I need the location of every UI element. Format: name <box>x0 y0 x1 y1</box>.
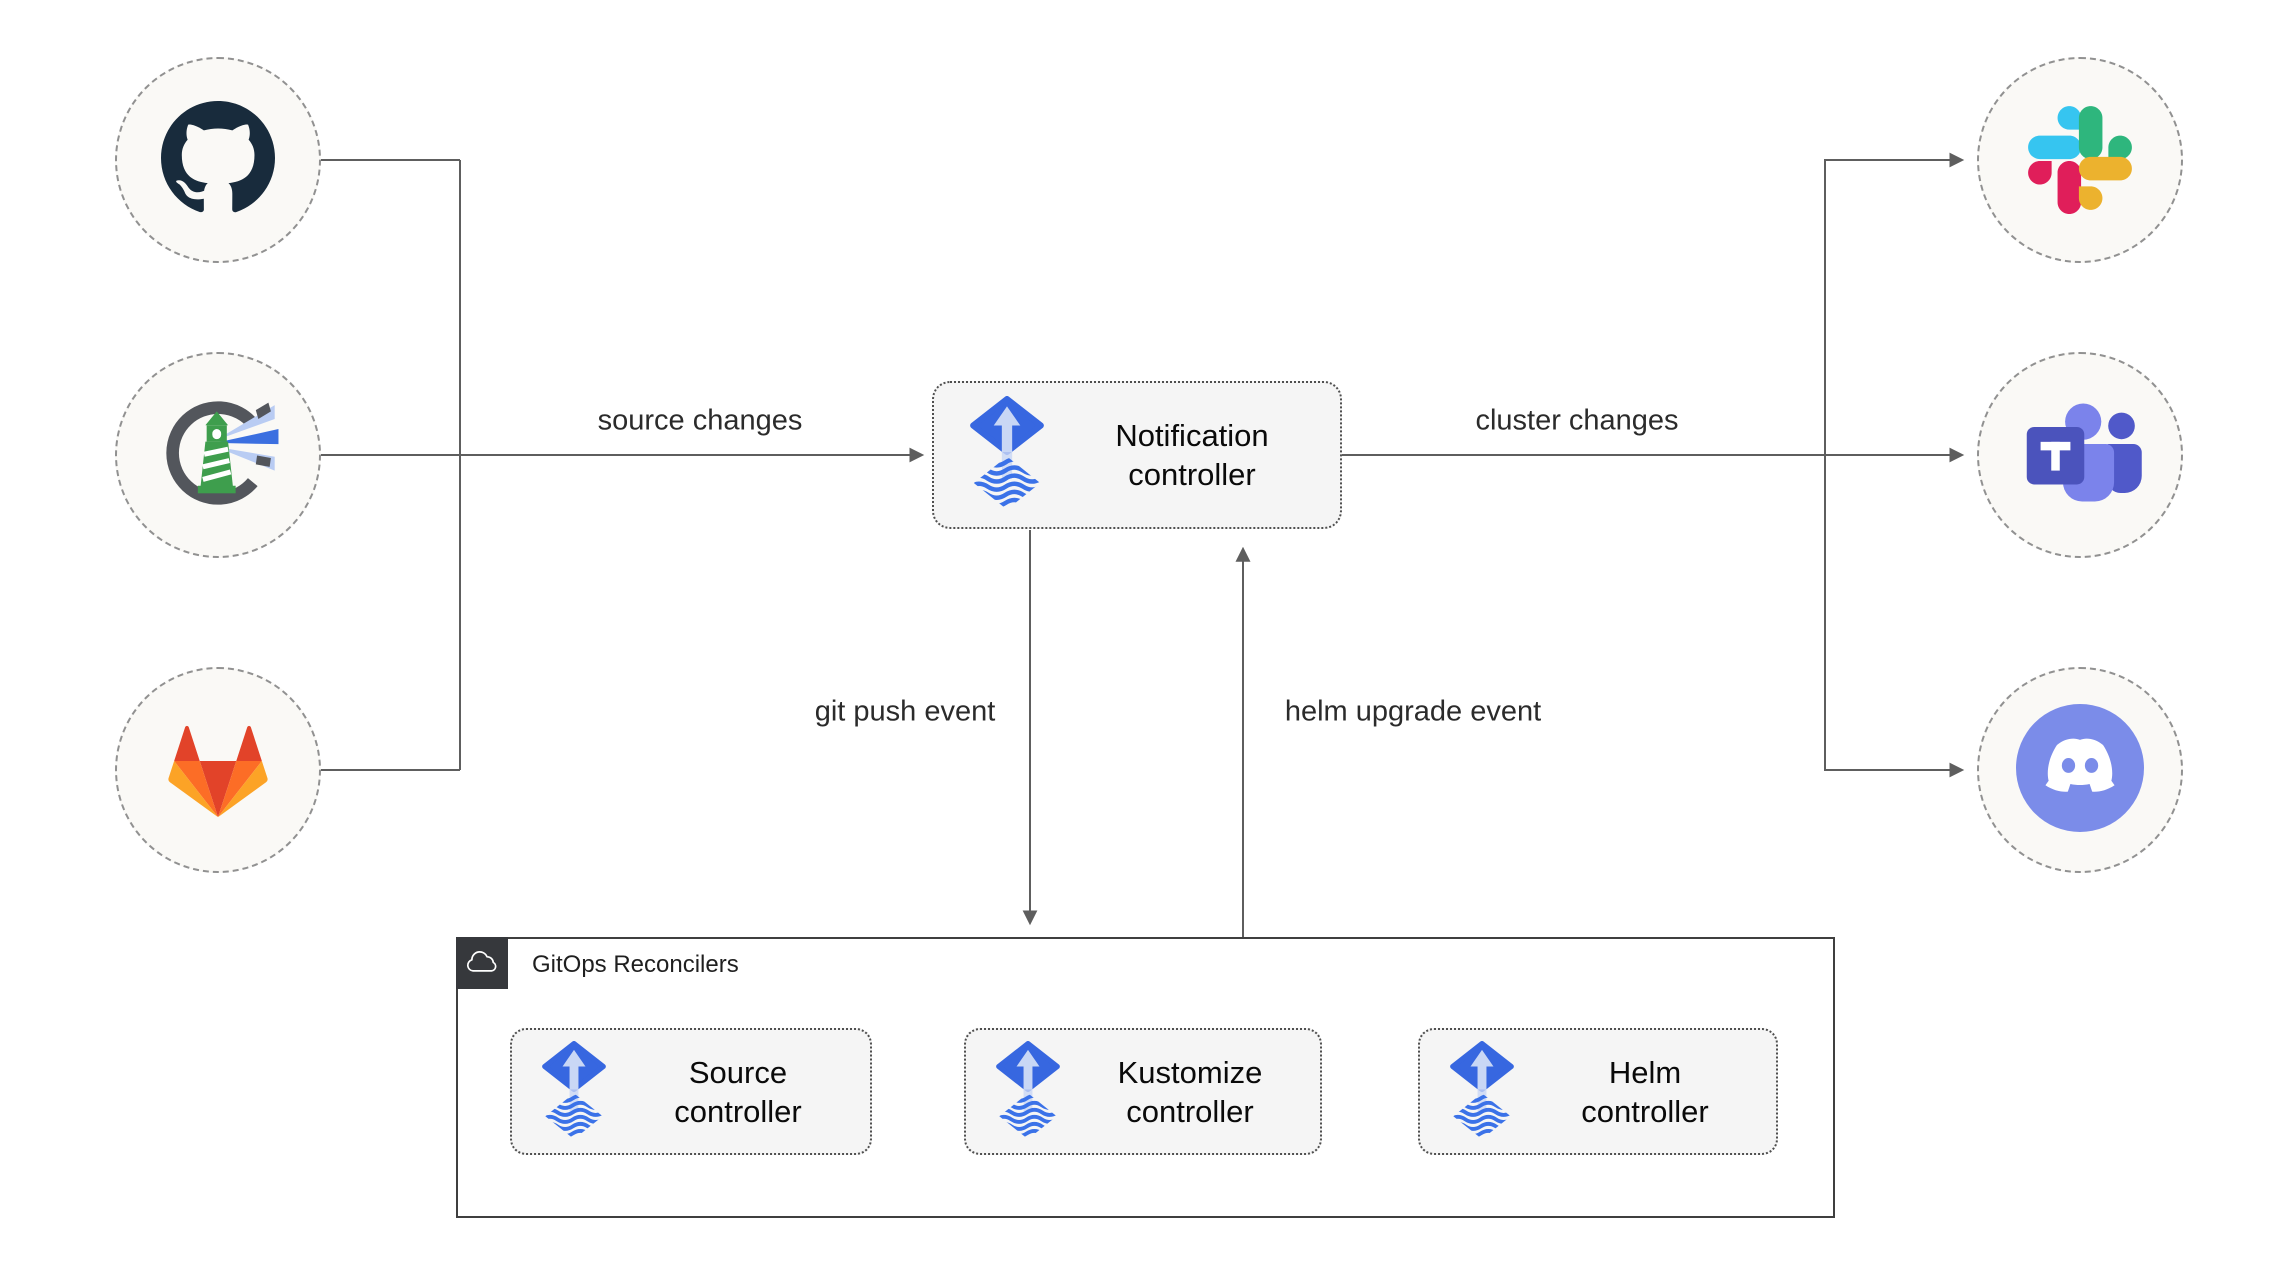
notification-controller-label: Notification controller <box>1115 418 1269 492</box>
edge-label-helm-upgrade-event: helm upgrade event <box>1284 695 1542 728</box>
discord-icon <box>2016 703 2144 837</box>
harbor-icon <box>155 390 281 521</box>
source-controller-label: Source controller <box>674 1054 802 1129</box>
github-icon <box>161 100 275 220</box>
source-node-github <box>115 57 321 263</box>
destination-node-teams <box>1977 352 2183 558</box>
notification-controller-node: Notification controller <box>932 381 1342 529</box>
edge-label-git-push-event: git push event <box>814 695 996 728</box>
source-controller-node: Source controller <box>510 1028 872 1155</box>
destination-node-discord <box>1977 667 2183 873</box>
kustomize-controller-label: Kustomize controller <box>1117 1054 1263 1129</box>
slack-icon <box>2024 102 2136 219</box>
flux-icon <box>512 1040 606 1143</box>
flux-icon <box>966 1040 1060 1143</box>
source-node-harbor <box>115 352 321 558</box>
cloud-icon <box>456 937 508 989</box>
helm-controller-label: Helm controller <box>1581 1054 1709 1129</box>
helm-controller-node: Helm controller <box>1418 1028 1778 1155</box>
flux-icon <box>934 396 1044 514</box>
edge-label-cluster-changes: cluster changes <box>1475 404 1679 437</box>
edge-label-source-changes: source changes <box>597 404 803 437</box>
flux-icon <box>1420 1040 1514 1143</box>
teams-icon <box>2016 395 2144 515</box>
gitlab-icon <box>157 711 279 830</box>
destination-node-slack <box>1977 57 2183 263</box>
kustomize-controller-node: Kustomize controller <box>964 1028 1322 1155</box>
gitops-reconcilers-title: GitOps Reconcilers <box>532 951 739 978</box>
source-node-gitlab <box>115 667 321 873</box>
